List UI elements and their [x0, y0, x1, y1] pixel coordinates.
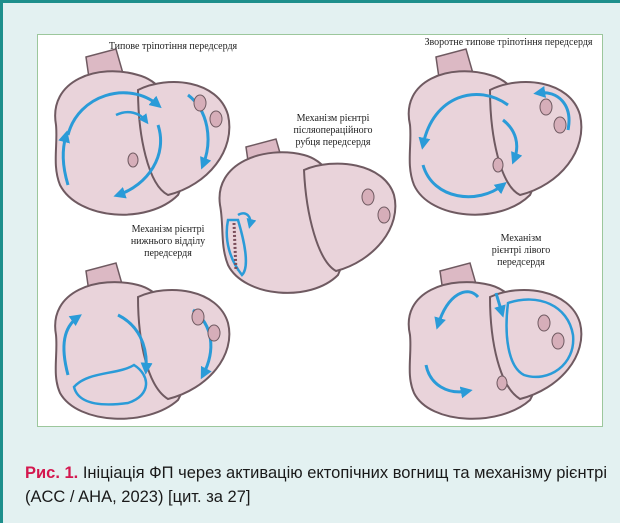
label-lower-reentry-line-1: Механізм рієнтрі [113, 224, 223, 236]
label-typical-flutter: Типове тріпотіння передсердя [78, 41, 268, 53]
heart-scar-reentry [220, 139, 396, 293]
heart-reverse-flutter [409, 49, 582, 215]
illustration-panel: Типове тріпотіння передсердя Зворотне ти… [37, 34, 603, 427]
label-left-reentry-line-3: передсердя [476, 257, 566, 269]
label-scar-reentry: Механізм рієнтрі післяопераційного рубця… [273, 113, 393, 149]
heart-typical-flutter [55, 49, 229, 215]
heart-left-reentry [409, 263, 582, 419]
label-left-reentry: Механізм рієнтрі лівого передсердя [476, 233, 566, 269]
label-lower-reentry: Механізм рієнтрі нижнього відділу передс… [113, 224, 223, 260]
label-scar-reentry-line-1: Механізм рієнтрі [273, 113, 393, 125]
label-lower-reentry-line-2: нижнього відділу [113, 236, 223, 248]
label-left-reentry-line-1: Механізм [476, 233, 566, 245]
figure-caption-text: Ініціація ФП через активацію ектопічних … [25, 464, 607, 506]
figure-caption: Рис. 1. Ініціація ФП через активацію ект… [25, 461, 610, 509]
label-lower-reentry-line-3: передсердя [113, 248, 223, 260]
label-scar-reentry-line-2: післяопераційного [273, 125, 393, 137]
label-left-reentry-line-2: рієнтрі лівого [476, 245, 566, 257]
figure-number: Рис. 1. [25, 464, 78, 482]
heart-lower-reentry [55, 263, 229, 419]
label-reverse-flutter: Зворотне типове тріпотіння передсердя [416, 37, 601, 49]
label-scar-reentry-line-3: рубця передсердя [273, 137, 393, 149]
